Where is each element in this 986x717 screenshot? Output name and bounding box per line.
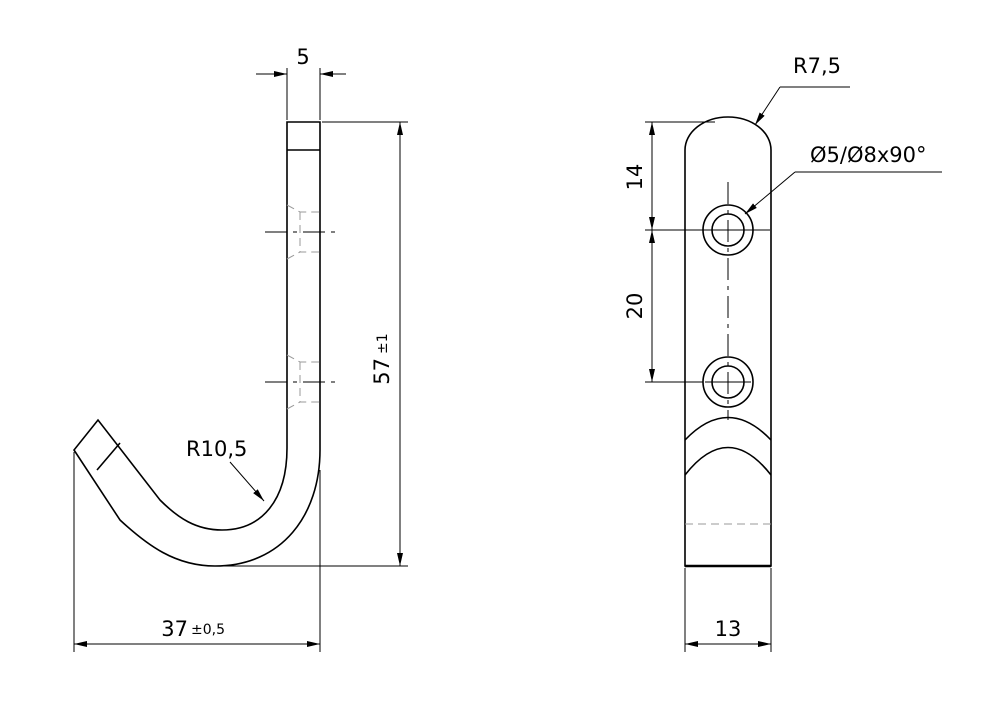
dim-height: 57 [370,358,394,385]
strip-outline [684,116,772,567]
bend-arc-lower [684,446,772,476]
hidden-countersink-upper [286,204,320,260]
dim-hole-offset: 14 [623,164,647,191]
tip-end-line [96,442,121,471]
dim-height-tol: ±1 [375,333,391,354]
dim-width-tol: ±0,5 [191,622,225,638]
dim-width: 37 [161,617,188,641]
dim-hole-callout: Ø5/Ø8x90° [810,143,927,167]
hook-outline [73,121,321,567]
hidden-countersink-lower [286,354,320,410]
dim-bend-radius: R10,5 [186,437,247,461]
dim-strip-width: 13 [715,617,742,641]
dim-hole-spacing: 20 [623,293,647,320]
dim-top-radius: R7,5 [793,54,841,78]
side-view: 5 57 ±1 37 ±0,5 R10,5 [73,45,408,652]
bend-arc-upper [684,416,772,441]
front-view: 14 20 13 R7,5 Ø5/Ø8x90° [623,54,942,652]
dim-thickness: 5 [296,45,309,69]
